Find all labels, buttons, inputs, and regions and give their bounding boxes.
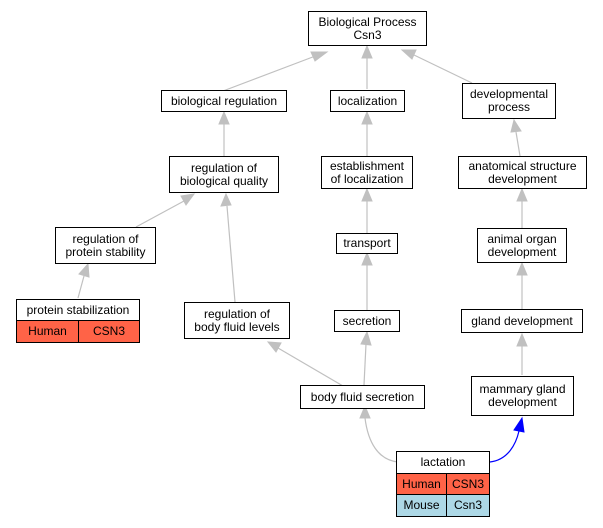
gene-cell-symbol: CSN3 [78, 320, 140, 343]
node-establishment-of-localization[interactable]: establishment of localization [321, 156, 413, 189]
arrowhead-reg-bio-quality-left [180, 193, 196, 206]
node-regulation-of-protein-stability[interactable]: regulation of protein stability [55, 227, 156, 264]
node-biological-regulation[interactable]: biological regulation [161, 90, 287, 112]
edge-reg-prot-stab-to-reg-bio-quality [135, 200, 185, 228]
node-regulation-of-body-fluid-levels[interactable]: regulation of body fluid levels [184, 302, 290, 339]
edge-prot-stab-to-reg-prot-stab [77, 275, 85, 299]
node-root[interactable]: Biological Process Csn3 [308, 11, 427, 46]
node-anatomical-structure-development[interactable]: anatomical structure development [458, 156, 587, 189]
node-regulation-of-biological-quality[interactable]: regulation of biological quality [169, 156, 279, 193]
node-body-fluid-secretion[interactable]: body fluid secretion [300, 385, 425, 409]
arrowhead-reg-bio-quality-bottom [220, 192, 232, 207]
node-transport[interactable]: transport [336, 233, 398, 254]
arrowhead-est-localization [361, 187, 373, 202]
arrowhead-mammary [513, 416, 525, 433]
node-localization[interactable]: localization [330, 90, 405, 112]
arrowhead-dev-proc [510, 118, 522, 133]
node-lactation[interactable]: lactation [396, 451, 490, 474]
arrowhead-secretion [360, 330, 372, 346]
gene-cell-symbol: CSN3 [446, 473, 490, 495]
node-animal-organ-development[interactable]: animal organ development [477, 228, 567, 263]
edge-lactation-to-body-fluid-sec [364, 417, 399, 463]
edge-dev-proc-to-root [413, 54, 473, 84]
arrowhead-reg-body-fluid [266, 341, 282, 353]
arrowhead-animal-organ [516, 261, 528, 276]
node-developmental-process[interactable]: developmental process [462, 83, 556, 119]
edge-anat-struct-to-dev-proc [515, 131, 521, 157]
arrowhead-gland-dev [516, 332, 528, 347]
node-secretion[interactable]: secretion [334, 310, 400, 332]
arrowhead-reg-prot-stab [78, 262, 90, 278]
arrowhead-transport [361, 251, 373, 266]
arrowhead-root-left [310, 51, 329, 62]
gene-cell-symbol: Csn3 [446, 494, 490, 517]
arrowhead-root-center [361, 44, 373, 59]
gene-cell-species: Human [16, 320, 79, 343]
arrowhead-root-right [400, 49, 417, 60]
edge-bio-reg-to-root [222, 54, 319, 92]
node-gland-development[interactable]: gland development [461, 309, 583, 333]
node-protein-stabilization[interactable]: protein stabilization [16, 299, 140, 321]
gene-cell-species: Mouse [396, 494, 447, 517]
edge-lactation-to-mammary [489, 430, 520, 463]
edge-body-fluid-sec-to-secretion [363, 343, 367, 386]
arrowhead-body-fluid-sec [359, 404, 371, 419]
arrowhead-localization [361, 110, 373, 125]
gene-cell-species: Human [396, 473, 447, 495]
arrowhead-anat-struct [516, 187, 528, 202]
edge-body-fluid-sec-to-reg-body-fluid [277, 347, 344, 387]
edge-reg-body-fluid-to-reg-bio-quality [226, 205, 236, 303]
node-mammary-gland-development[interactable]: mammary gland development [471, 376, 574, 416]
arrowhead-bio-reg [218, 110, 230, 125]
